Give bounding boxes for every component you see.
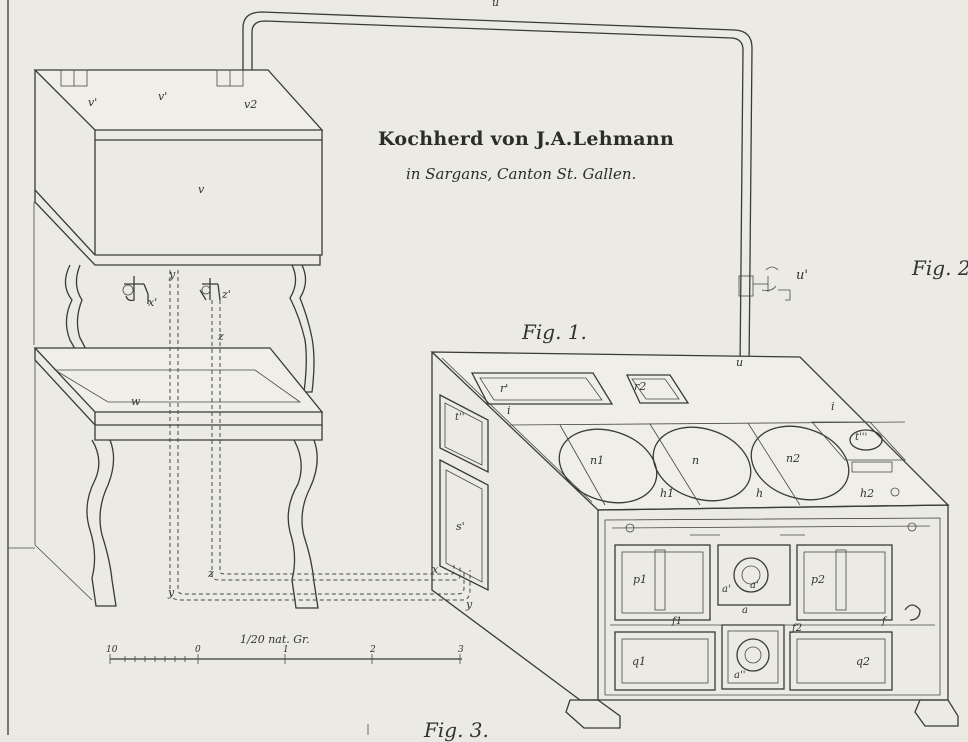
part-label: y — [169, 268, 176, 281]
part-label: v' — [158, 90, 168, 103]
part-label: n2 — [786, 452, 801, 465]
part-label: f2 — [792, 623, 803, 634]
part-label: p1 — [633, 573, 648, 586]
part-label: t'' — [455, 412, 465, 423]
scale-bar — [109, 654, 462, 664]
part-label: q2 — [856, 655, 871, 668]
part-label: n — [692, 454, 700, 467]
part-label: h2 — [860, 487, 875, 500]
part-label: x — [432, 563, 439, 576]
part-label: q1 — [632, 655, 647, 668]
part-label: f1 — [672, 616, 683, 627]
part-label: u — [492, 0, 500, 9]
part-label: x' — [148, 296, 158, 309]
part-label: n1 — [590, 454, 605, 467]
part-label: a — [742, 605, 748, 616]
part-label: v' — [88, 96, 98, 109]
water-pipe — [242, 11, 791, 398]
part-label: i — [831, 400, 835, 413]
scale-tick-label: 3 — [458, 645, 464, 655]
fig2-label: Fig. 2 — [912, 256, 968, 280]
plate-title: Kochherd von J.A.Lehmann — [378, 128, 675, 150]
part-label: z — [218, 330, 224, 343]
part-label: a' — [722, 584, 731, 595]
scale-tick-label: 10 — [106, 645, 118, 655]
part-label: v — [198, 183, 205, 196]
fig1-label: Fig. 1. — [522, 320, 587, 344]
part-label: z — [208, 567, 214, 580]
part-label: a'' — [734, 670, 746, 681]
part-label: w — [131, 395, 141, 408]
fig3-label: Fig. 3. — [424, 718, 489, 742]
part-label: h1 — [660, 487, 675, 500]
part-label: z' — [222, 288, 231, 301]
part-label: s' — [456, 520, 465, 533]
scale-tick-label: 1 — [283, 645, 289, 655]
part-label: r2 — [634, 380, 647, 393]
part-label: t''' — [855, 432, 868, 443]
plate-subtitle: in Sargans, Canton St. Gallen. — [406, 165, 637, 183]
part-label: u' — [796, 268, 808, 283]
part-label: u — [736, 356, 744, 369]
part-label: i — [507, 404, 511, 417]
part-label: f — [882, 616, 886, 627]
part-label: y — [168, 586, 175, 599]
part-label: y — [466, 598, 473, 611]
part-label: p2 — [811, 573, 826, 586]
part-label: a' — [750, 580, 759, 591]
scale-tick-label: 2 — [370, 645, 376, 655]
stove — [430, 351, 959, 729]
part-label: h — [756, 487, 764, 500]
scale-tick-label: 0 — [195, 645, 201, 655]
part-label: v2 — [244, 98, 258, 111]
reservoir-stand — [8, 69, 471, 609]
part-label: r' — [500, 382, 509, 395]
scale-caption: 1/20 nat. Gr. — [240, 633, 310, 646]
